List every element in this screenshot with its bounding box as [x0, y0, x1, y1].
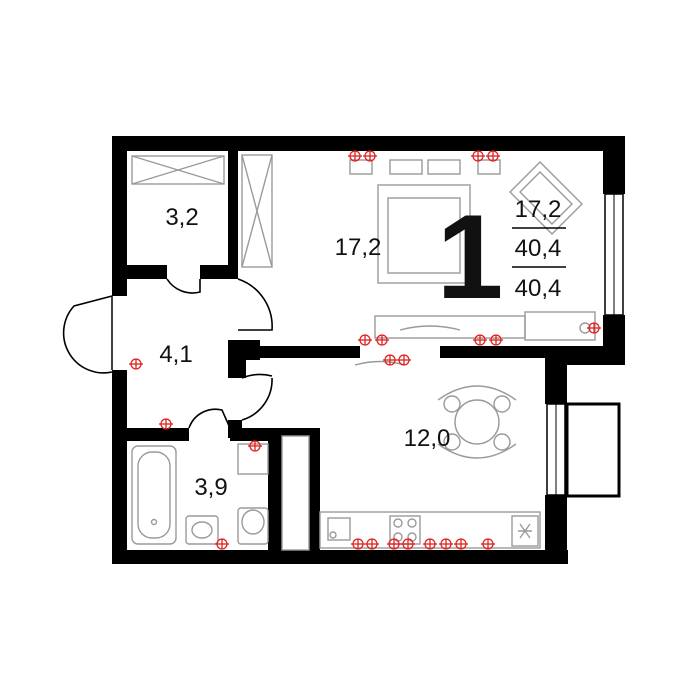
living-area-label: 17,2: [335, 234, 382, 261]
kitchen-area-label: 12,0: [404, 425, 451, 452]
kitchen-furniture: [281, 360, 541, 551]
living-furniture: [241, 154, 596, 341]
storage-area-label: 3,2: [165, 204, 198, 231]
summary-total-area-2: 40,4: [515, 275, 562, 302]
hall-area-label: 4,1: [159, 341, 192, 368]
storage-shelves: [131, 155, 225, 185]
doors: [62, 278, 273, 429]
summary-living-area: 17,2: [515, 196, 562, 223]
windows: [546, 193, 624, 498]
summary-total-area: 40,4: [515, 235, 562, 262]
walls: [112, 136, 625, 564]
bath-area-label: 3,9: [194, 474, 227, 501]
room-count: 1: [437, 190, 504, 324]
electrical-sockets: [129, 150, 601, 550]
bath-furniture: [131, 443, 269, 545]
